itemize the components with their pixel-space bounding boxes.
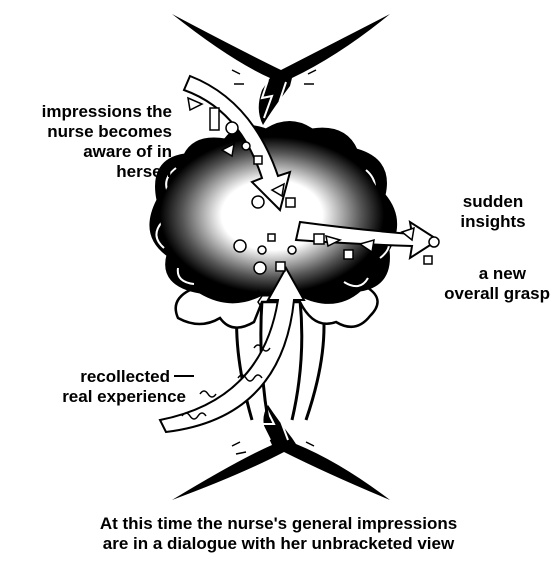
impressions-line-4: herself [6,162,172,182]
top-wedge [172,14,390,125]
caption: At this time the nurse's general impress… [0,514,557,554]
impressions-line-3: aware of in [6,142,172,162]
caption-line-1: At this time the nurse's general impress… [0,514,557,534]
experience-line-1: recollected [10,367,186,387]
impressions-label: impressions the nurse becomes aware of i… [6,102,172,182]
insights-line-2: insights [434,212,552,232]
insights-label: sudden insights [434,192,552,232]
caption-line-2: are in a dialogue with her unbracketed v… [0,534,557,554]
impressions-line-1: impressions the [6,102,172,122]
grasp-line-2: overall grasp [400,284,550,304]
grasp-label: a new overall grasp [400,264,550,304]
impressions-line-2: nurse becomes [6,122,172,142]
experience-label: recollected real experience [10,367,186,407]
insights-line-1: sudden [434,192,552,212]
experience-line-2: real experience [10,387,186,407]
grasp-line-1: a new [400,264,550,284]
